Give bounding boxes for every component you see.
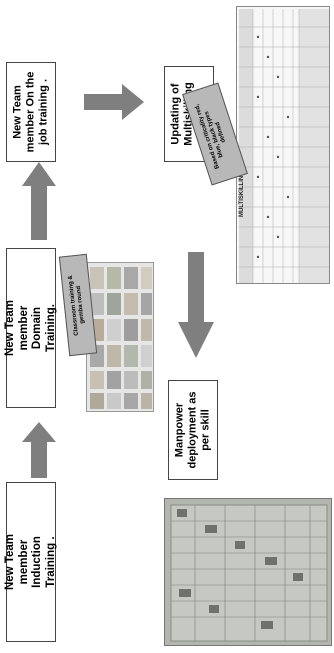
chart-image-title: MULTISKILLING — [239, 171, 245, 217]
arrow-up-2 — [22, 162, 56, 240]
board-photo-graphic — [165, 499, 331, 645]
arrow-right — [84, 84, 144, 120]
step-induction-box: New Team member Induction Training . — [3, 482, 57, 642]
step-deployment-box: Manpower deployment as per skill — [168, 380, 218, 480]
step-ojt-box: New Team member On the job training . — [6, 62, 56, 162]
arrow-down — [178, 252, 214, 358]
arrow-up-1 — [22, 422, 56, 478]
step-deployment-label: Manpower deployment as per skill — [173, 391, 212, 469]
deployment-board-photo — [164, 498, 332, 646]
classroom-photo-collage — [86, 262, 154, 412]
step-domain-label: New Team member Domain Training. — [3, 299, 57, 357]
multiskilling-chart-image: MULTISKILLING — [236, 6, 330, 284]
step-induction-label: New Team member Induction Training . — [3, 533, 57, 591]
step-ojt-label: New Team member On the job training . — [11, 71, 50, 153]
step-domain-box: New Team member Domain Training. — [3, 248, 57, 408]
chart-grid-graphic — [237, 7, 329, 283]
